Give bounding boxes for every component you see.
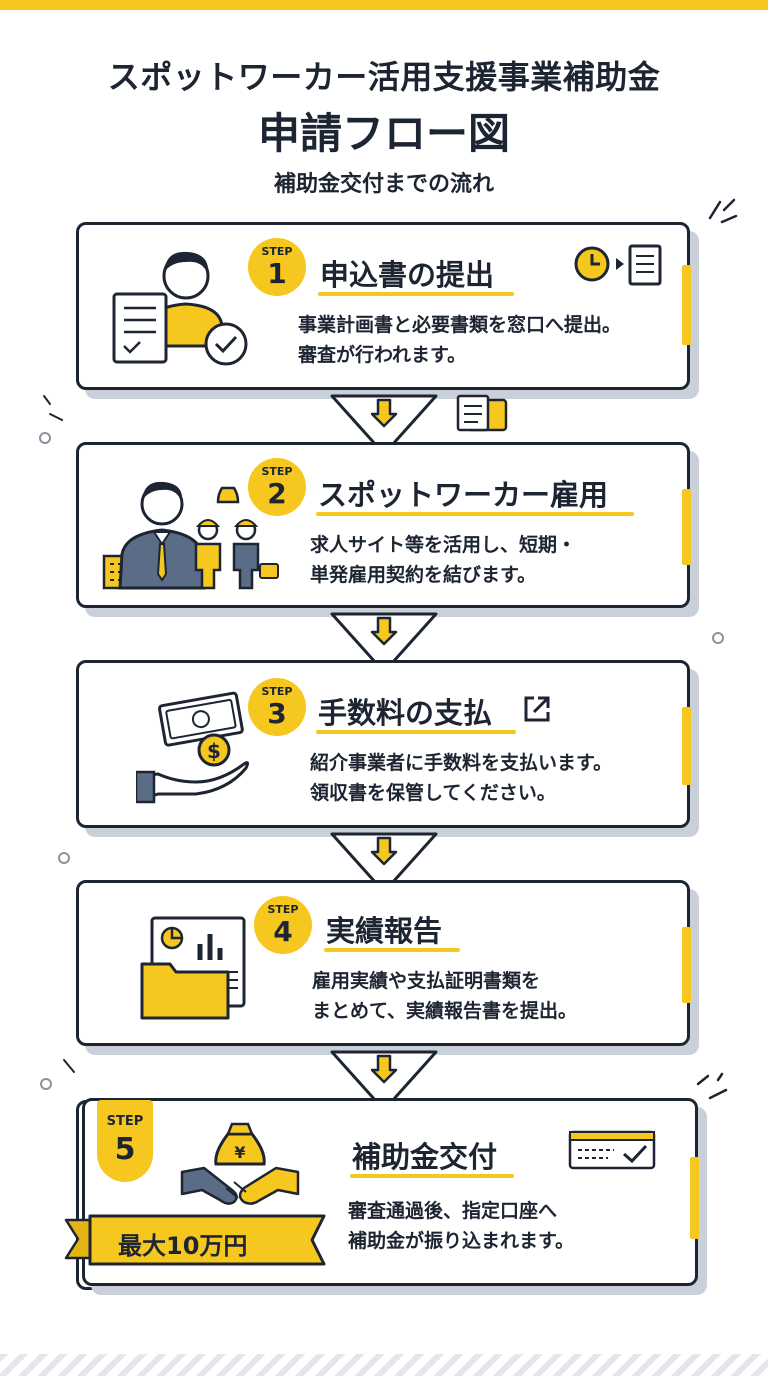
desc-line: 領収書を保管してください。 [310, 782, 556, 804]
yen-money-bag-icon [214, 1132, 266, 1166]
desc-line: 求人サイト等を活用し、短期・ [310, 534, 577, 556]
step-3-badge: STEP 3 [248, 678, 306, 736]
step-number: 4 [273, 915, 293, 948]
flow-arrow-icon [330, 832, 438, 894]
yen-sign: ¥ [234, 1143, 245, 1162]
step-number: 5 [114, 1132, 136, 1167]
card-accent-bar [682, 489, 691, 565]
flow-arrow-icon [330, 1050, 438, 1112]
top-accent-bar [0, 0, 768, 10]
dot-icon [58, 852, 70, 864]
step-label: STEP [267, 903, 299, 916]
step-1-badge: STEP 1 [248, 238, 306, 296]
step-1-title: 申込書の提出 [320, 258, 495, 292]
title-underline [316, 730, 516, 734]
card-accent-bar [690, 1157, 699, 1239]
sparkle-icon [696, 1072, 728, 1100]
flow-arrow-icon [330, 394, 438, 456]
hand-with-money-icon: $ [136, 691, 250, 804]
desc-line: 補助金が振り込まれます。 [348, 1230, 575, 1252]
card-accent-bar [682, 707, 691, 785]
step-2-badge: STEP 2 [248, 458, 306, 516]
step-label: STEP [261, 685, 293, 698]
step-label: STEP [106, 1114, 144, 1129]
page-title: スポットワーカー活用支援事業補助金 [107, 58, 661, 96]
checkmark-badge-icon [204, 322, 248, 366]
step-5-title: 補助金交付 [352, 1140, 498, 1174]
money-bag-icon [216, 486, 240, 504]
step-number: 3 [267, 697, 287, 730]
step-1-description: 事業計画書と必要書類を窓口へ提出。 審査が行われます。 [298, 310, 621, 370]
card-accent-bar [682, 927, 691, 1003]
step-5-description: 審査通過後、指定口座へ 補助金が振り込まれます。 [348, 1196, 574, 1256]
page-subtitle: 補助金交付までの流れ [273, 172, 494, 197]
desc-line: 雇用実績や支払証明書類を [312, 970, 541, 992]
person-with-document-icon [112, 251, 248, 366]
page-title-main: 申請フロー図 [257, 109, 510, 158]
desc-line: 事業計画書と必要書類を窓口へ提出。 [298, 314, 622, 336]
max-amount-label: 最大10万円 [118, 1232, 248, 1260]
sparkle-icon [39, 395, 63, 444]
step-number: 2 [267, 477, 287, 510]
dot-icon [712, 632, 724, 644]
step-4-description: 雇用実績や支払証明書類を まとめて、実績報告書を提出。 [312, 966, 577, 1026]
title-underline [324, 948, 460, 952]
bottom-stripe-border [0, 1354, 768, 1376]
document-stack-icon [456, 394, 508, 432]
step-number: 1 [267, 257, 287, 290]
step-label: STEP [261, 245, 293, 258]
handshake-icon [180, 1166, 238, 1205]
step-4-title: 実績報告 [326, 914, 443, 948]
flow-arrow-icon [330, 612, 438, 674]
handshake-with-yen-icon: ¥ [180, 1122, 300, 1205]
desc-line: 単発雇用契約を結びます。 [310, 564, 537, 586]
bank-transfer-check-icon [568, 1130, 656, 1170]
bar-chart-icon [197, 934, 223, 960]
coin-icon [197, 733, 231, 767]
desc-line: まとめて、実績報告書を提出。 [312, 1000, 578, 1022]
sparkle-icon [708, 198, 738, 224]
sparkle-icon [40, 1059, 75, 1090]
step-2-title: スポットワーカー雇用 [318, 478, 609, 512]
external-link-icon [524, 696, 550, 722]
desc-line: 審査通過後、指定口座へ [348, 1200, 558, 1222]
step-3-title: 手数料の支払 [318, 696, 493, 730]
clock-to-document-icon [574, 244, 662, 286]
dollar-sign: $ [207, 739, 221, 763]
desc-line: 審査が行われます。 [298, 344, 467, 366]
title-underline [318, 292, 514, 296]
folder-with-report-icon [140, 916, 246, 1020]
title-underline [316, 512, 634, 516]
desc-line: 紹介事業者に手数料を支払います。 [310, 752, 613, 774]
step-5-badge: STEP 5 [97, 1100, 153, 1182]
title-underline [350, 1174, 514, 1178]
step-3-description: 紹介事業者に手数料を支払います。 領収書を保管してください。 [310, 748, 612, 808]
step-label: STEP [261, 465, 293, 478]
card-accent-bar [682, 265, 691, 345]
max-amount-ribbon [64, 1214, 326, 1266]
step-2-description: 求人サイト等を活用し、短期・ 単発雇用契約を結びます。 [310, 530, 576, 590]
step-4-badge: STEP 4 [254, 896, 312, 954]
businessman-with-workers-icon [102, 481, 279, 590]
